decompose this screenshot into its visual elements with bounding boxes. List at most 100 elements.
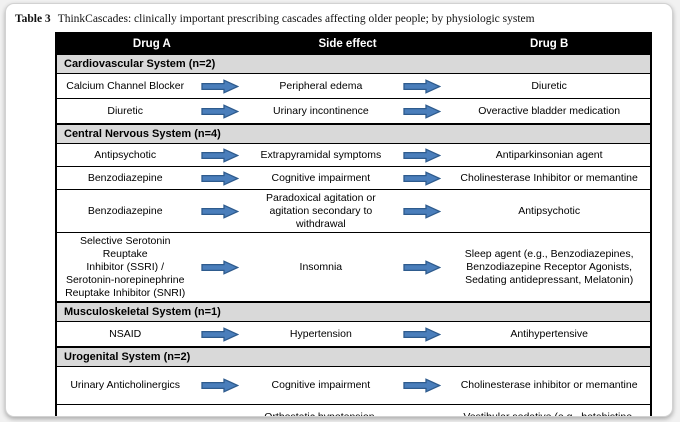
- table-row: Antipsychotic Extrapyramidal symptoms An…: [57, 143, 650, 166]
- section-header-row: Central Nervous System (n=4): [57, 123, 650, 143]
- drug-a-text: Diuretic: [107, 104, 143, 117]
- arrow-cell: [395, 414, 448, 417]
- table-row: Urinary Anticholinergics Cognitive impai…: [57, 366, 650, 405]
- right-arrow-icon: [403, 378, 441, 394]
- right-arrow-icon: [403, 203, 441, 219]
- table-section: Urogenital System (n=2) Urinary Antichol…: [57, 346, 650, 417]
- drug-a-cell: Urinary Anticholinergics: [57, 377, 193, 394]
- side-effect-text: Cognitive impairment: [271, 379, 371, 392]
- right-arrow-icon: [201, 327, 240, 342]
- right-arrow-icon: [403, 147, 441, 163]
- drug-a-text: Calcium Channel Blocker: [66, 79, 185, 92]
- right-arrow-icon: [403, 416, 441, 417]
- table-section: Cardiovascular System (n=2) Calcium Chan…: [57, 53, 650, 123]
- table-row: Benzodiazepine Cognitive impairment Chol…: [57, 166, 650, 189]
- arrow-cell: [193, 169, 246, 188]
- table-caption-text: ThinkCascades: clinically important pres…: [57, 13, 535, 25]
- right-arrow-icon: [201, 78, 240, 94]
- arrow-cell: [193, 102, 246, 121]
- drug-b-text: Antipsychotic: [518, 204, 581, 217]
- drug-b-cell: Antipsychotic: [448, 203, 650, 220]
- prescribing-cascades-table: Drug A Side effect Drug B Cardiovascular…: [55, 32, 652, 417]
- arrow-cell: [395, 258, 448, 277]
- right-arrow-icon: [403, 78, 441, 94]
- side-effect-cell: Hypertension: [247, 326, 395, 343]
- drug-a-text: NSAID: [109, 327, 142, 340]
- arrow-cell: [193, 325, 246, 344]
- drug-b-cell: Antiparkinsonian agent: [448, 147, 650, 164]
- right-arrow-icon: [403, 170, 441, 186]
- side-effect-cell: Cognitive impairment: [247, 170, 395, 187]
- table-section: Musculoskeletal System (n=1) NSAID Hyper…: [57, 301, 650, 347]
- drug-b-cell: Cholinesterase Inhibitor or memantine: [448, 170, 650, 187]
- right-arrow-icon: [403, 327, 441, 342]
- right-arrow-icon: [201, 260, 240, 275]
- arrow-cell: [395, 325, 448, 344]
- column-header-drug-b: Drug B: [529, 37, 569, 50]
- right-arrow-icon: [403, 260, 441, 275]
- drug-a-text: Benzodiazepine: [87, 171, 163, 184]
- side-effect-cell: Insomnia: [247, 259, 395, 276]
- section-title: Central Nervous System (n=4): [64, 128, 221, 140]
- arrow-cell: [193, 202, 246, 221]
- side-effect-cell: Peripheral edema: [247, 78, 395, 95]
- side-effect-text: Cognitive impairment: [271, 171, 371, 184]
- arrow-cell: [395, 146, 448, 165]
- drug-a-cell: Benzodiazepine: [57, 203, 193, 220]
- table-caption-label: Table 3: [15, 13, 51, 25]
- table-header-row: Drug A Side effect Drug B: [57, 34, 650, 53]
- table-row: Selective Serotonin Reuptake Inhibitor (…: [57, 232, 650, 302]
- table-caption: Table 3 ThinkCascades: clinically importa…: [6, 13, 672, 25]
- drug-a-text: Benzodiazepine: [87, 204, 163, 217]
- side-effect-cell: Cognitive impairment: [247, 377, 395, 394]
- drug-b-cell: Antihypertensive: [448, 326, 650, 343]
- table-row: Alpha-1 Receptor Blocker Orthostatic hyp…: [57, 404, 650, 417]
- drug-b-cell: Sleep agent (e.g., Benzodiazepines, Benz…: [448, 246, 650, 288]
- drug-b-text: Overactive bladder medication: [478, 104, 621, 117]
- section-header-row: Musculoskeletal System (n=1): [57, 301, 650, 322]
- column-header-drug-a: Drug A: [132, 37, 171, 50]
- paper-page: Table 3 ThinkCascades: clinically importa…: [5, 3, 673, 417]
- drug-b-text: Cholinesterase inhibitor or memantine: [460, 379, 638, 392]
- right-arrow-icon: [403, 103, 441, 119]
- drug-a-cell: Alpha-1 Receptor Blocker: [57, 415, 193, 416]
- arrow-cell: [395, 169, 448, 188]
- table-row: Diuretic Urinary incontinence Overactive…: [57, 98, 650, 123]
- side-effect-cell: Urinary incontinence: [247, 103, 395, 120]
- drug-b-text: Antiparkinsonian agent: [495, 148, 603, 161]
- side-effect-text: Extrapyramidal symptoms: [260, 148, 382, 161]
- drug-b-text: Cholinesterase Inhibitor or memantine: [460, 171, 638, 184]
- section-title: Cardiovascular System (n=2): [64, 58, 216, 70]
- arrow-cell: [193, 146, 246, 165]
- right-arrow-icon: [201, 147, 240, 163]
- section-title: Urogenital System (n=2): [64, 351, 191, 364]
- drug-b-text: Antihypertensive: [510, 327, 588, 340]
- side-effect-text: Hypertension: [289, 327, 352, 340]
- arrow-cell: [395, 376, 448, 395]
- table-row: Benzodiazepine Paradoxical agitation or …: [57, 189, 650, 233]
- section-header-row: Urogenital System (n=2): [57, 346, 650, 367]
- arrow-cell: [193, 414, 246, 416]
- arrow-cell: [193, 77, 246, 96]
- table-section: Central Nervous System (n=4) Antipsychot…: [57, 123, 650, 302]
- drug-a-text: Antipsychotic: [94, 148, 157, 161]
- arrow-cell: [395, 102, 448, 121]
- table-body: Cardiovascular System (n=2) Calcium Chan…: [57, 53, 650, 417]
- drug-a-cell: Selective Serotonin Reuptake Inhibitor (…: [57, 233, 193, 301]
- right-arrow-icon: [201, 203, 240, 219]
- arrow-cell: [395, 202, 448, 221]
- right-arrow-icon: [201, 170, 240, 186]
- arrow-cell: [193, 258, 246, 277]
- section-title: Musculoskeletal System (n=1): [64, 306, 221, 319]
- drug-b-text: Vestibular sedative (e.g., betahistine, …: [463, 411, 635, 416]
- right-arrow-icon: [201, 103, 240, 119]
- drug-b-text: Diuretic: [531, 79, 567, 92]
- drug-b-cell: Diuretic: [448, 78, 650, 95]
- right-arrow-icon: [201, 378, 240, 394]
- drug-b-text: Sleep agent (e.g., Benzodiazepines, Benz…: [464, 248, 634, 286]
- side-effect-text: Orthostatic hypotension, dizziness: [264, 411, 377, 416]
- section-header-row: Cardiovascular System (n=2): [57, 53, 650, 73]
- drug-a-cell: Calcium Channel Blocker: [57, 78, 193, 95]
- drug-a-cell: Benzodiazepine: [57, 170, 193, 187]
- side-effect-cell: Orthostatic hypotension, dizziness: [247, 409, 395, 416]
